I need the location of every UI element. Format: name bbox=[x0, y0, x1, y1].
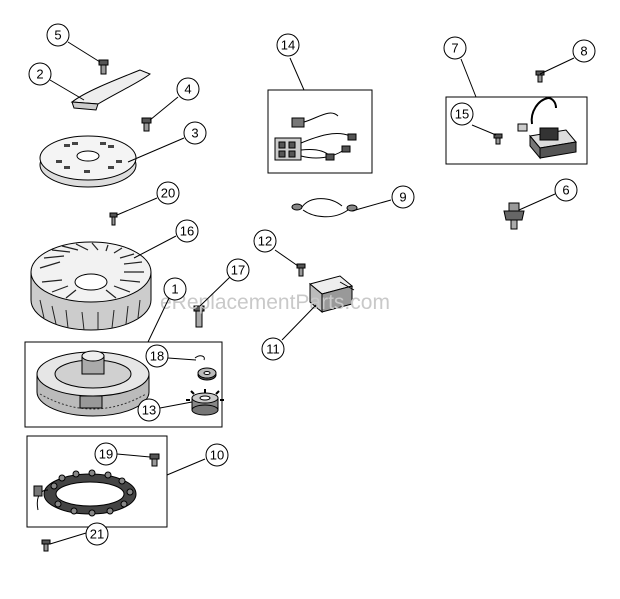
part-screw-15-drawing bbox=[493, 133, 503, 145]
part-bolt-17-drawing bbox=[193, 305, 205, 328]
callout-21: 21 bbox=[85, 522, 109, 546]
svg-text:16: 16 bbox=[180, 224, 194, 239]
svg-text:20: 20 bbox=[161, 186, 175, 201]
part-screw-5-drawing bbox=[98, 59, 109, 75]
svg-text:17: 17 bbox=[231, 263, 245, 278]
callout-11: 11 bbox=[261, 337, 285, 361]
svg-text:15: 15 bbox=[455, 107, 469, 122]
svg-text:18: 18 bbox=[150, 349, 164, 364]
part-gear-13-drawing bbox=[186, 389, 224, 416]
assembly-box-ignition bbox=[445, 96, 588, 165]
assembly-box-harness bbox=[267, 89, 373, 174]
part-screw-20-drawing bbox=[109, 212, 118, 226]
part-screw-4-drawing bbox=[141, 117, 152, 132]
part-flywheel-drawing bbox=[36, 350, 150, 417]
svg-text:6: 6 bbox=[562, 183, 569, 198]
part-6-drawing bbox=[503, 202, 525, 230]
leader-lines bbox=[49, 41, 575, 545]
svg-text:7: 7 bbox=[451, 41, 458, 56]
part-module-11-drawing bbox=[308, 275, 355, 314]
part-screw-21-drawing bbox=[41, 539, 51, 552]
part-harness-drawing bbox=[274, 112, 357, 161]
callout-18: 18 bbox=[145, 344, 169, 368]
svg-text:19: 19 bbox=[99, 447, 113, 462]
svg-text:1: 1 bbox=[171, 282, 178, 297]
callout-20: 20 bbox=[156, 181, 180, 205]
callout-1: 1 bbox=[163, 277, 187, 301]
part-deflector-drawing bbox=[70, 69, 151, 111]
svg-text:14: 14 bbox=[281, 38, 295, 53]
svg-text:12: 12 bbox=[258, 234, 272, 249]
callout-15: 15 bbox=[450, 102, 474, 126]
svg-text:5: 5 bbox=[54, 28, 61, 43]
part-fan-drawing bbox=[30, 241, 152, 331]
callout-3: 3 bbox=[183, 121, 207, 145]
callout-17: 17 bbox=[226, 258, 250, 282]
callout-12: 12 bbox=[253, 229, 277, 253]
part-screw-19-drawing bbox=[149, 453, 160, 467]
svg-text:4: 4 bbox=[184, 82, 191, 97]
callout-2: 2 bbox=[28, 62, 52, 86]
part-ground-wire-drawing bbox=[291, 198, 358, 218]
svg-text:3: 3 bbox=[191, 126, 198, 141]
svg-text:9: 9 bbox=[399, 190, 406, 205]
callout-14: 14 bbox=[276, 33, 300, 57]
callout-9: 9 bbox=[391, 185, 415, 209]
part-screw-8-drawing bbox=[535, 70, 545, 83]
part-coil-drawing bbox=[517, 97, 577, 160]
callout-8: 8 bbox=[572, 39, 596, 63]
svg-text:10: 10 bbox=[210, 448, 224, 463]
callout-6: 6 bbox=[554, 178, 578, 202]
svg-text:11: 11 bbox=[266, 342, 280, 357]
watermark-text: eReplacementParts.com bbox=[160, 291, 390, 314]
svg-text:21: 21 bbox=[90, 527, 104, 542]
callout-19: 19 bbox=[94, 442, 118, 466]
svg-text:8: 8 bbox=[580, 44, 587, 59]
part-screen-drawing bbox=[39, 135, 137, 188]
callout-7: 7 bbox=[443, 36, 467, 60]
svg-text:2: 2 bbox=[36, 67, 43, 82]
part-screw-12-drawing bbox=[296, 263, 306, 277]
svg-text:13: 13 bbox=[142, 403, 156, 418]
callout-10: 10 bbox=[205, 443, 229, 467]
part-washer-18-drawing bbox=[194, 355, 217, 381]
assembly-box-flywheel bbox=[24, 341, 223, 428]
callout-16: 16 bbox=[175, 219, 199, 243]
part-stator-drawing bbox=[33, 469, 137, 517]
callout-5: 5 bbox=[46, 23, 70, 47]
callout-13: 13 bbox=[137, 398, 161, 422]
callout-4: 4 bbox=[176, 77, 200, 101]
